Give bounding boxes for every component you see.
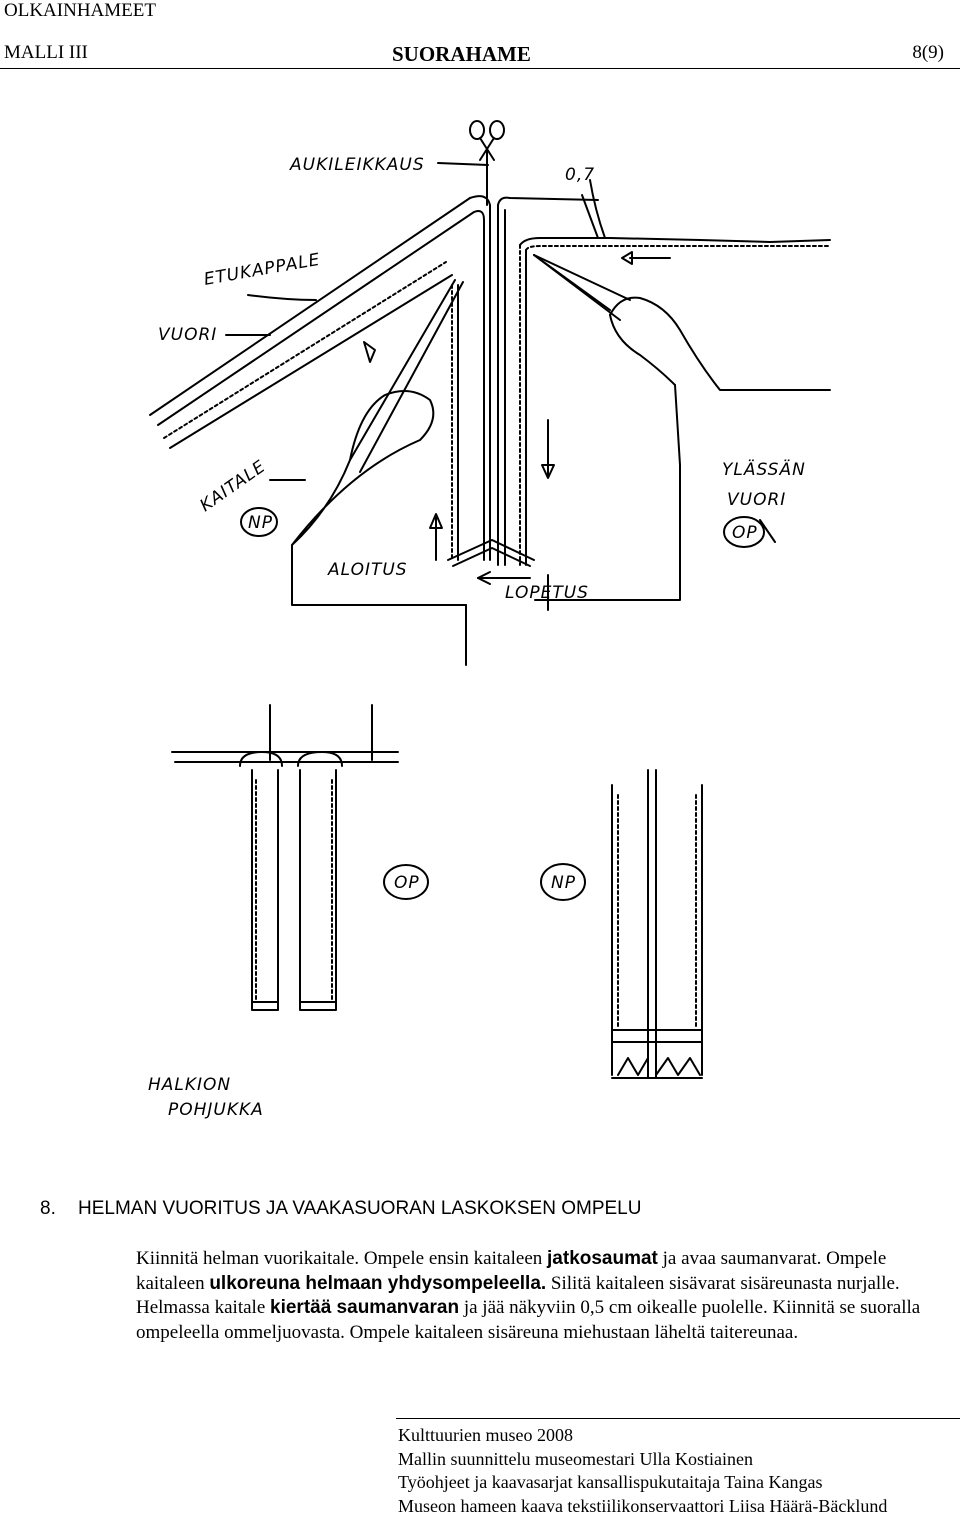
section-title: HELMAN VUORITUS JA VAAKASUORAN LASKOKSEN…: [78, 1198, 641, 1219]
label-lopetus: LOPETUS: [505, 583, 589, 603]
label-op: OP: [732, 523, 758, 543]
instruction-bold-2: ulkoreuna helmaan yhdysompeleella.: [209, 1273, 546, 1294]
label-np-2: NP: [551, 873, 576, 893]
section-number: 8.: [40, 1198, 78, 1220]
page-number: 8(9): [912, 42, 944, 64]
front-panel-outline: [150, 196, 534, 665]
label-ylassan: YLÄSSÄN: [722, 459, 806, 480]
document-category: OLKAINHAMEET: [4, 0, 156, 22]
sewing-sketch: AUKILEIKKAUS 0,7 ETUKAPPALE VUORI KAITAL…: [0, 90, 960, 1150]
label-vuori-2: VUORI: [727, 490, 786, 510]
label-halkion: HALKION: [148, 1075, 231, 1095]
header-row: MALLI III SUORAHAME 8(9): [4, 42, 956, 68]
footer-divider: [396, 1418, 960, 1419]
footer-line-4: Museon hameen kaava tekstiilikonservaatt…: [398, 1495, 887, 1518]
model-label: MALLI III: [4, 42, 88, 64]
page-title: SUORAHAME: [392, 42, 531, 67]
label-aukileikkaus: AUKILEIKKAUS: [289, 155, 425, 175]
section-heading: 8.HELMAN VUORITUS JA VAAKASUORAN LASKOKS…: [40, 1198, 641, 1220]
instruction-text-1: Kiinnitä helman vuorikaitale. Ompele ens…: [136, 1248, 547, 1269]
label-vuori: VUORI: [158, 325, 217, 345]
label-pohjukka: POHJUKKA: [168, 1100, 264, 1120]
footer-line-3: Työohjeet ja kaavasarjat kansallispukuta…: [398, 1471, 887, 1495]
footer-line-1: Kulttuurien museo 2008: [398, 1424, 887, 1448]
header-divider: [0, 68, 960, 69]
folded-strips-sketch: [172, 705, 398, 1010]
label-measure: 0,7: [565, 165, 595, 185]
scissors-icon: [470, 121, 504, 205]
footer-line-2: Mallin suunnittelu museomestari Ulla Kos…: [398, 1448, 887, 1472]
instruction-bold-1: jatkosaumat: [547, 1248, 658, 1269]
label-op-2: OP: [394, 873, 420, 893]
footer-credits: Kulttuurien museo 2008 Mallin suunnittel…: [398, 1424, 887, 1518]
label-aloitus: ALOITUS: [327, 560, 408, 580]
hem-strip-sketch: [612, 770, 702, 1078]
instruction-paragraph: Kiinnitä helman vuorikaitale. Ompele ens…: [136, 1247, 936, 1345]
instruction-bold-3: kiertää saumanvaran: [270, 1297, 459, 1318]
label-np: NP: [248, 513, 273, 533]
label-etukappale: ETUKAPPALE: [202, 250, 322, 290]
marker-circles: [241, 508, 764, 900]
